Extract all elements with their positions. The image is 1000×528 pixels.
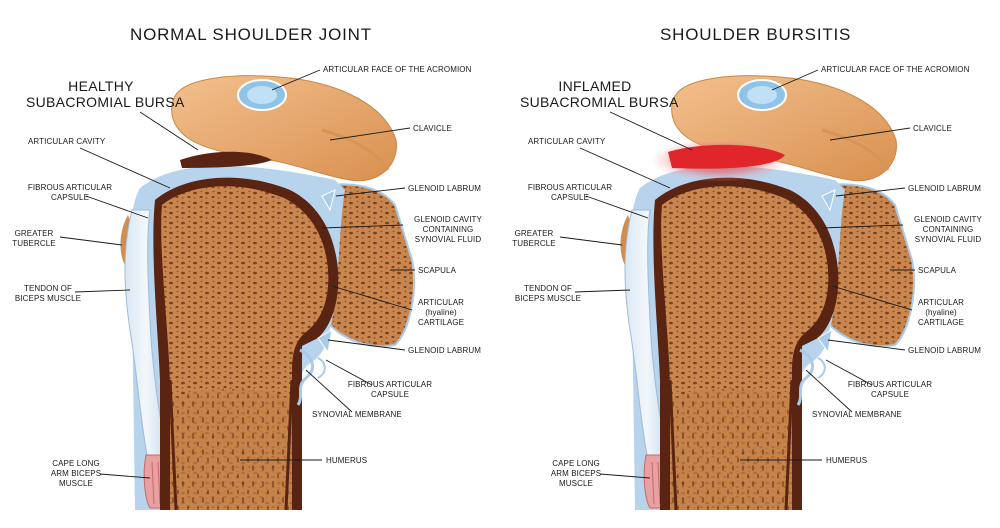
label-scapula: SCAPULA	[418, 266, 457, 275]
label-line: CONTAINING	[422, 225, 474, 234]
label-acromion: ARTICULAR FACE OF THE ACROMION	[323, 65, 472, 74]
label-glenoid-labrum-bottom: GLENOID LABRUM	[408, 346, 481, 355]
label-line: MUSCLE	[559, 479, 593, 488]
label-line: CAPSULE	[370, 390, 410, 399]
label-line: CONTAINING	[922, 225, 974, 234]
label-articular-cavity: ARTICULAR CAVITY	[528, 137, 606, 146]
label-line: CAPE LONG	[52, 459, 100, 468]
normal-joint-illustration	[119, 74, 416, 512]
label-line: CAPE LONG	[552, 459, 600, 468]
label-line: BICEPS MUSCLE	[14, 294, 82, 303]
label-tendon-biceps: TENDON OF BICEPS MUSCLE	[12, 284, 84, 304]
label-line: CAPSULE	[870, 390, 910, 399]
label-line: FIBROUS ARTICULAR	[847, 380, 933, 389]
label-line: CAPSULE	[50, 193, 90, 202]
label-line: GLENOID CAVITY	[914, 215, 982, 224]
label-greater-tubercle: GREATER TUBERCLE	[6, 229, 62, 249]
label-articular-cartilage: ARTICULAR (hyaline) CARTILAGE	[908, 298, 974, 328]
label-line: ARM BICEPS	[50, 469, 102, 478]
label-line: FIBROUS ARTICULAR	[347, 380, 433, 389]
label-fibrous-capsule-top: FIBROUS ARTICULAR CAPSULE	[522, 183, 618, 203]
label-glenoid-cavity: GLENOID CAVITY CONTAINING SYNOVIAL FLUID	[903, 215, 993, 245]
label-articular-cavity: ARTICULAR CAVITY	[28, 137, 106, 146]
leader-lines-normal	[59, 69, 415, 479]
label-line: GLENOID CAVITY	[414, 215, 482, 224]
bursa-label-bursitis: INFLAMED SUBACROMIAL BURSA	[520, 78, 679, 110]
label-line: TUBERCLE	[12, 239, 56, 248]
label-line: CARTILAGE	[917, 318, 965, 327]
label-cape-long-arm: CAPE LONG ARM BICEPS MUSCLE	[544, 459, 608, 489]
label-articular-cartilage: ARTICULAR (hyaline) CARTILAGE	[408, 298, 474, 328]
label-line: ARTICULAR	[417, 298, 465, 307]
label-acromion: ARTICULAR FACE OF THE ACROMION	[821, 65, 970, 74]
label-glenoid-cavity: GLENOID CAVITY CONTAINING SYNOVIAL FLUID	[403, 215, 493, 245]
label-line: (hyaline)	[925, 308, 957, 317]
label-line: BICEPS MUSCLE	[514, 294, 582, 303]
label-fibrous-capsule-bottom: FIBROUS ARTICULAR CAPSULE	[840, 380, 940, 400]
label-synovial-membrane: SYNOVIAL MEMBRANE	[312, 410, 402, 419]
bursa-label-line1: INFLAMED	[558, 78, 632, 94]
label-clavicle: CLAVICLE	[913, 124, 952, 133]
label-line: FIBROUS ARTICULAR	[527, 183, 613, 192]
label-line: MUSCLE	[59, 479, 93, 488]
label-humerus: HUMERUS	[326, 456, 368, 465]
label-clavicle: CLAVICLE	[413, 124, 452, 133]
label-line: TUBERCLE	[512, 239, 556, 248]
label-tendon-biceps: TENDON OF BICEPS MUSCLE	[512, 284, 584, 304]
label-fibrous-capsule-bottom: FIBROUS ARTICULAR CAPSULE	[340, 380, 440, 400]
label-line: SYNOVIAL FLUID	[914, 235, 982, 244]
label-synovial-membrane: SYNOVIAL MEMBRANE	[812, 410, 902, 419]
healthy-bursa	[180, 151, 272, 168]
label-line: (hyaline)	[425, 308, 457, 317]
label-glenoid-labrum-top: GLENOID LABRUM	[908, 184, 981, 193]
label-line: GREATER	[14, 229, 54, 238]
label-glenoid-labrum-bottom: GLENOID LABRUM	[908, 346, 981, 355]
title-bursitis: SHOULDER BURSITIS	[660, 25, 852, 44]
bursa-label-line2: SUBACROMIAL BURSA	[26, 94, 185, 110]
bursa-label-line2: SUBACROMIAL BURSA	[520, 94, 679, 110]
label-line: ARTICULAR	[917, 298, 965, 307]
title-normal: NORMAL SHOULDER JOINT	[130, 25, 372, 44]
label-humerus: HUMERUS	[826, 456, 868, 465]
label-line: TENDON OF	[23, 284, 72, 293]
label-line: CAPSULE	[550, 193, 590, 202]
label-cape-long-arm: CAPE LONG ARM BICEPS MUSCLE	[44, 459, 108, 489]
label-line: GREATER	[514, 229, 554, 238]
label-line: CARTILAGE	[417, 318, 465, 327]
label-scapula: SCAPULA	[918, 266, 957, 275]
label-line: TENDON OF	[523, 284, 572, 293]
bursitis-joint-illustration	[619, 74, 916, 512]
leader-lines-bursitis	[559, 69, 915, 479]
label-line: FIBROUS ARTICULAR	[27, 183, 113, 192]
label-fibrous-capsule-top: FIBROUS ARTICULAR CAPSULE	[22, 183, 118, 203]
inflamed-bursa	[668, 144, 785, 169]
label-glenoid-labrum-top: GLENOID LABRUM	[408, 184, 481, 193]
label-greater-tubercle: GREATER TUBERCLE	[506, 229, 562, 249]
bursa-label-line1: HEALTHY	[68, 78, 134, 94]
bursa-label-normal: HEALTHY SUBACROMIAL BURSA	[26, 78, 185, 110]
label-line: ARM BICEPS	[550, 469, 602, 478]
label-line: SYNOVIAL FLUID	[414, 235, 482, 244]
